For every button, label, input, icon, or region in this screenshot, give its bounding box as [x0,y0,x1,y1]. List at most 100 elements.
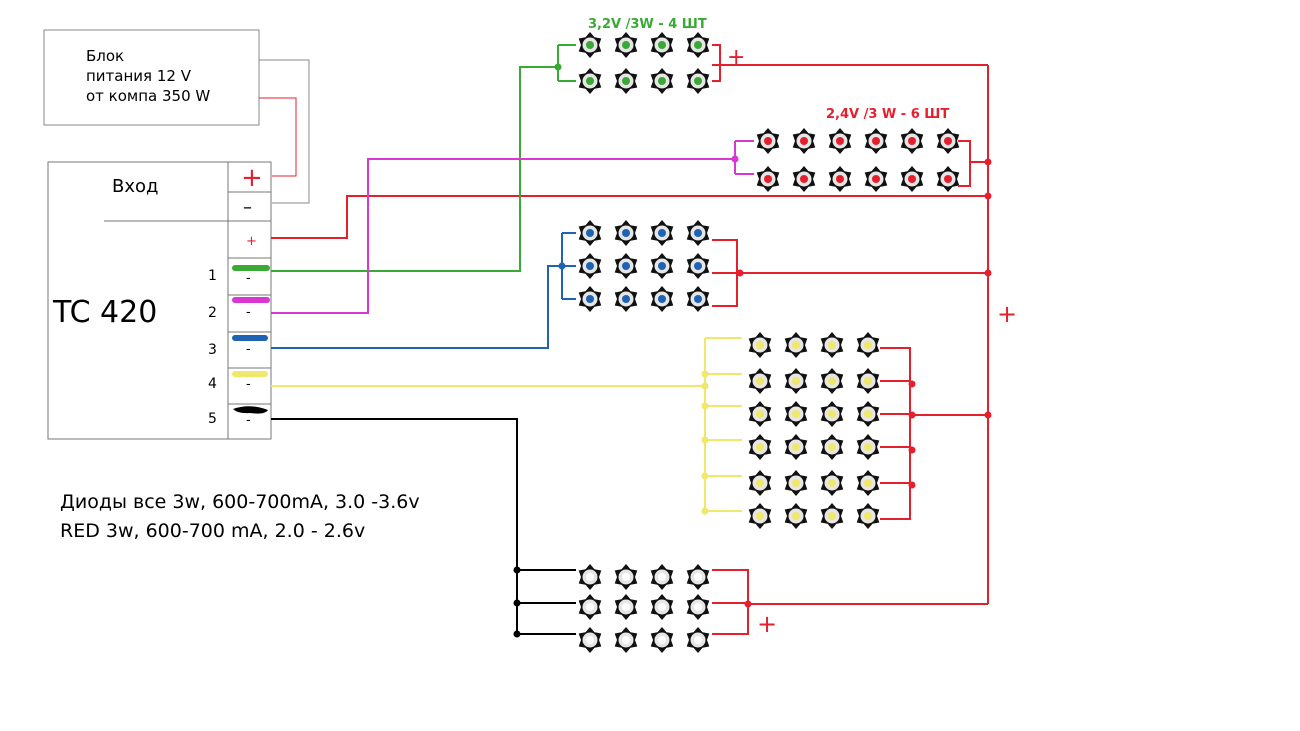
green-row-2-led-3 [650,68,674,94]
red-row-1-led-1 [756,128,780,154]
plus-bus-wire [271,195,988,239]
channel-3-swatch [232,335,268,341]
blue-row-1-led-2 [614,220,638,246]
yellow-row-2-led-2 [784,368,808,394]
blue-row-2-led-1 [578,253,602,279]
green-row-1-led-4 [686,32,710,58]
green-row-2-led-1 [578,68,602,94]
white-row-1-led-1 [578,564,602,590]
channel-3-number: 3 [208,342,217,358]
yellow-row-3-led-1 [748,401,772,427]
white-row-2-led-1 [578,594,602,620]
output-plus: + [246,234,257,249]
yellow-row-4-led-3 [820,434,844,460]
channel-3-sign: - [246,342,251,357]
yellow-row-6-led-1 [748,503,772,529]
psu-line1: Блок [86,47,124,65]
controller-name: TC 420 [52,295,157,330]
yellow-row-5-led-1 [748,470,772,496]
input-plus: + [241,163,263,193]
psu-line3: от компа 350 W [86,87,210,105]
note-line1: Диоды все 3w, 600-700mA, 3.0 -3.6v [60,491,420,513]
input-minus: – [243,197,252,218]
green-group-label: 3,2V /3W - 4 ШТ [588,17,707,32]
right-plus: + [997,300,1017,328]
yellow-row-3-led-2 [784,401,808,427]
blue-row-2-led-3 [650,253,674,279]
yellow-row-6-led-4 [856,503,880,529]
yellow-row-6-led-3 [820,503,844,529]
wires [271,44,989,635]
input-label: Вход [112,176,158,197]
white-row-3-led-3 [650,627,674,653]
green-row-1-led-1 [578,32,602,58]
yellow-row-2-led-4 [856,368,880,394]
channel-3-wire [271,265,562,349]
green-row-2-led-4 [686,68,710,94]
yellow-row-1-led-3 [820,332,844,358]
channel-2-number: 2 [208,305,217,321]
yellow-row-1-led-4 [856,332,880,358]
led-array [578,32,971,653]
blue-row-3-led-3 [650,286,674,312]
yellow-row-5-led-3 [820,470,844,496]
channel-4-number: 4 [208,376,217,392]
red-row-1-led-3 [828,128,852,154]
red-row-1-led-2 [792,128,816,154]
channel-2-swatch [232,297,270,303]
yellow-row-2-led-1 [748,368,772,394]
red-row-2-led-4 [864,166,888,192]
red-row-1-led-5 [900,128,924,154]
psu-plus-wire [259,97,297,177]
bottom-group-plus: + [757,610,777,638]
yellow-row-4-led-1 [748,434,772,460]
blue-row-3-led-1 [578,286,602,312]
white-row-1-led-4 [686,564,710,590]
channel-5-wire [271,418,518,634]
white-row-2-led-4 [686,594,710,620]
channel-5-sign: - [246,413,251,428]
channel-2-wire [271,158,735,314]
yellow-row-6-led-2 [784,503,808,529]
yellow-row-4-led-4 [856,434,880,460]
yellow-row-3-led-4 [856,401,880,427]
blue-row-1-led-1 [578,220,602,246]
psu-line2: питания 12 V [86,67,192,85]
channel-2-sign: - [246,305,251,320]
blue-row-3-led-2 [614,286,638,312]
green-row-2-led-2 [614,68,638,94]
red-row-2-led-3 [828,166,852,192]
red-row-2-led-6 [936,166,960,192]
yellow-row-5-led-4 [856,470,880,496]
red-row-2-led-1 [756,166,780,192]
channel-1-number: 1 [208,268,217,284]
white-row-2-led-2 [614,594,638,620]
yellow-row-3-led-3 [820,401,844,427]
psu-minus-wire [259,59,310,204]
note-line2: RED 3w, 600-700 mA, 2.0 - 2.6v [60,520,365,542]
yellow-row-5-led-2 [784,470,808,496]
blue-row-1-led-3 [650,220,674,246]
white-row-3-led-2 [614,627,638,653]
green-row-1-led-3 [650,32,674,58]
psu-box [43,29,260,126]
white-row-1-led-2 [614,564,638,590]
channel-1-wire [271,66,558,272]
white-row-1-led-3 [650,564,674,590]
yellow-row-1-led-2 [784,332,808,358]
blue-row-3-led-4 [686,286,710,312]
channel-4-swatch [232,371,268,377]
red-row-1-led-6 [936,128,960,154]
red-group-label: 2,4V /3 W - 6 ШТ [826,107,949,122]
channel-4-sign: - [246,377,251,392]
yellow-row-4-led-2 [784,434,808,460]
yellow-row-2-led-3 [820,368,844,394]
white-row-3-led-1 [578,627,602,653]
red-row-2-led-2 [792,166,816,192]
red-row-1-led-4 [864,128,888,154]
white-row-3-led-4 [686,627,710,653]
yellow-row-1-led-1 [748,332,772,358]
channel-1-sign: - [246,271,251,286]
green-group-plus: + [727,45,745,70]
